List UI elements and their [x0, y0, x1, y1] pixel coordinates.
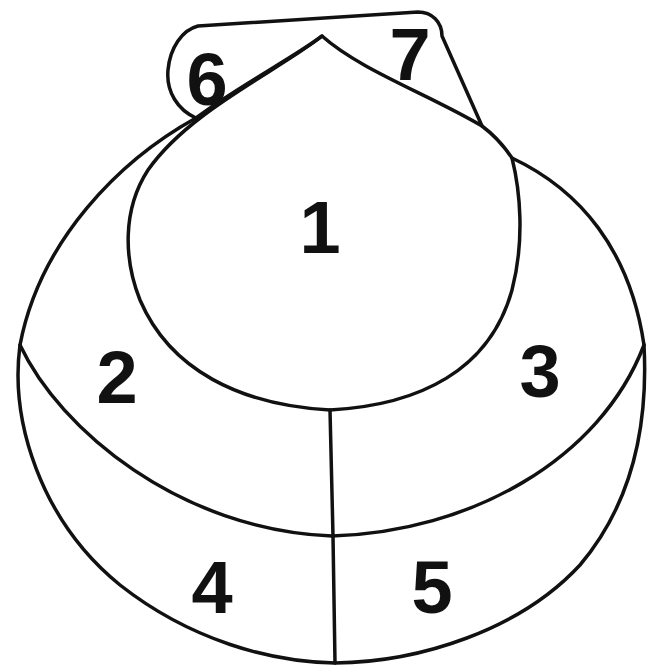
callout-number: 3: [519, 335, 560, 409]
callout-number: 4: [191, 551, 232, 625]
callout-number: 2: [96, 341, 137, 415]
ear-outline: [168, 12, 482, 126]
outer-outline: [18, 118, 645, 663]
disc-outline: [128, 36, 520, 410]
callout-number: 5: [411, 551, 452, 625]
callout-number: 7: [389, 18, 430, 92]
midline: [330, 410, 335, 663]
callout-number: 6: [186, 43, 227, 117]
callout-number: 1: [299, 191, 340, 265]
